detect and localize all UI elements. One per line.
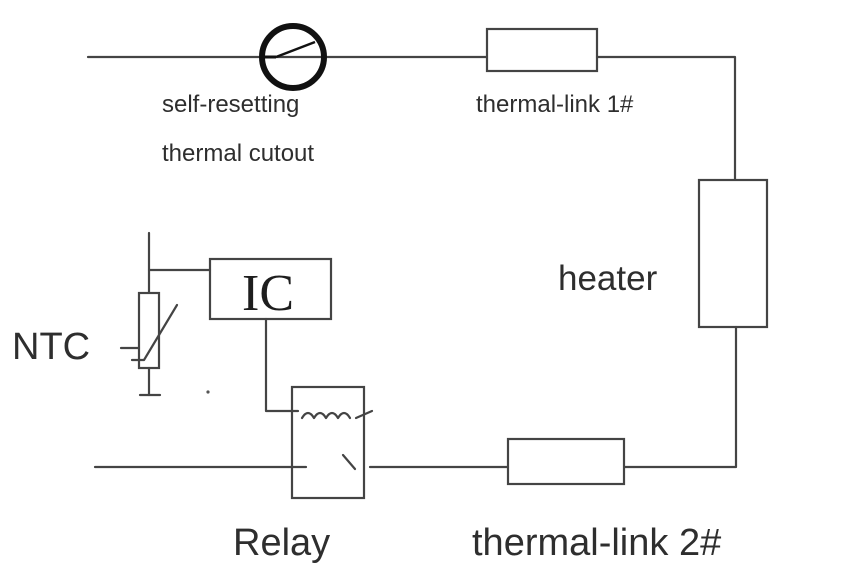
self-resetting-thermal-cutout xyxy=(259,23,327,91)
cutout-label-line2: thermal cutout xyxy=(162,140,314,167)
stray-dot xyxy=(206,390,210,394)
ic-label: IC xyxy=(242,265,294,322)
thermal-link-2 xyxy=(506,437,626,486)
ntc-thermistor xyxy=(119,231,179,397)
thermal-link-1-label: thermal-link 1# xyxy=(476,91,634,118)
wire-ic-to-relay xyxy=(264,317,300,413)
relay-label: Relay xyxy=(233,522,330,564)
heater xyxy=(697,178,769,329)
heater-label: heater xyxy=(558,259,658,298)
cutout-label-line1: self-resetting xyxy=(162,91,299,118)
wire-from-heater xyxy=(622,325,738,469)
relay xyxy=(290,385,374,500)
wire-to-heater xyxy=(595,55,737,182)
ntc-label: NTC xyxy=(12,326,90,368)
thermal-link-2-label: thermal-link 2# xyxy=(472,522,721,564)
thermal-link-1 xyxy=(485,27,599,73)
ic-chip xyxy=(208,257,333,321)
